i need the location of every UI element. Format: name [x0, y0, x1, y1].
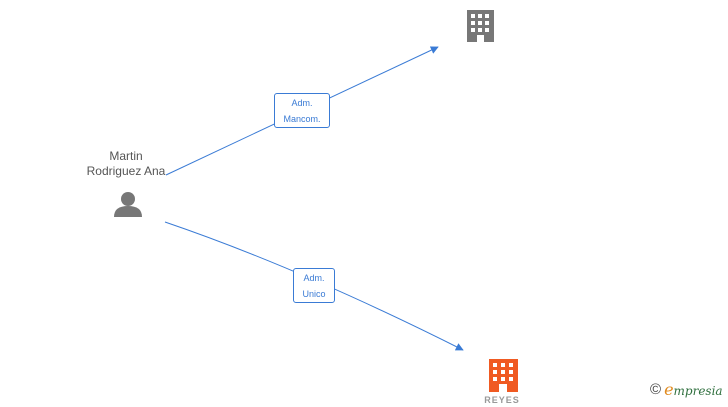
building-icon[interactable]	[467, 10, 494, 42]
brand-initial: e	[664, 379, 674, 399]
edge-label-unico[interactable]: Adm. Unico	[293, 268, 335, 303]
person-name[interactable]: Martin Rodriguez Ana	[78, 149, 174, 179]
person-icon[interactable]	[114, 192, 142, 217]
edge-label-unico-line1: Adm.	[303, 273, 325, 283]
brand-rest: mpresia	[673, 383, 723, 398]
person-name-line2: Rodriguez Ana	[86, 164, 166, 178]
empresia-watermark: © empresia	[650, 379, 723, 399]
brand-logo: empresia	[664, 380, 723, 399]
edge-label-mancom-line2: Mancom.	[283, 114, 321, 124]
edge-label-mancom-line1: Adm.	[291, 98, 313, 108]
person-name-line1: Martin	[109, 149, 143, 163]
edge-label-mancom[interactable]: Adm. Mancom.	[274, 93, 330, 128]
company-name-partial[interactable]: REYES	[484, 395, 520, 405]
building-icon[interactable]	[489, 359, 518, 392]
copyright-symbol: ©	[650, 380, 662, 398]
edge-label-unico-line2: Unico	[302, 289, 326, 299]
